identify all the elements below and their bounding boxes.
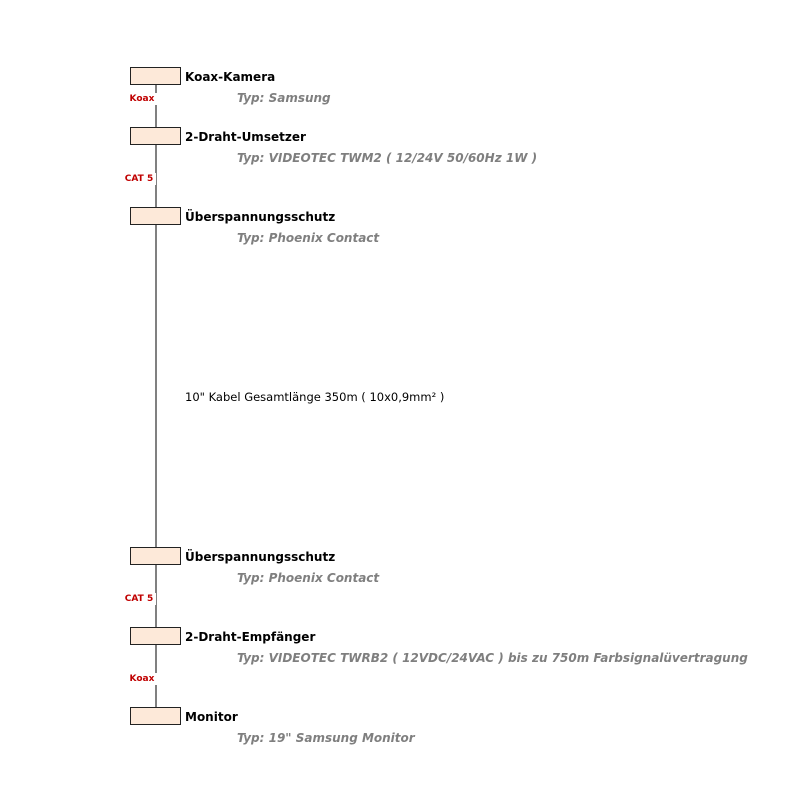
node-box-monitor <box>130 707 181 725</box>
node-type-ueberspannungsschutz-1: Typ: Phoenix Contact <box>237 231 380 245</box>
node-type-monitor: Typ: 19" Samsung Monitor <box>237 731 415 745</box>
connection-label-cat5-2: CAT 5 <box>122 593 156 605</box>
node-title-ueberspannungsschutz-2: Überspannungsschutz <box>185 550 336 564</box>
connection-label-koax-2: Koax <box>127 673 157 685</box>
node-box-ueberspannungsschutz-1 <box>130 207 181 225</box>
node-type-koax-kamera: Typ: Samsung <box>237 91 331 105</box>
node-box-koax-kamera <box>130 67 181 85</box>
node-title-2-draht-umsetzer: 2-Draht-Umsetzer <box>185 130 306 144</box>
node-box-ueberspannungsschutz-2 <box>130 547 181 565</box>
node-box-2-draht-umsetzer <box>130 127 181 145</box>
connection-label-koax-1: Koax <box>127 93 157 105</box>
node-title-koax-kamera: Koax-Kamera <box>185 70 276 84</box>
node-type-ueberspannungsschutz-2: Typ: Phoenix Contact <box>237 571 380 585</box>
node-title-ueberspannungsschutz-1: Überspannungsschutz <box>185 210 336 224</box>
node-type-2-draht-empfaenger: Typ: VIDEOTEC TWRB2 ( 12VDC/24VAC ) bis … <box>237 651 748 665</box>
node-title-monitor: Monitor <box>185 710 238 724</box>
node-box-2-draht-empfaenger <box>130 627 181 645</box>
connection-label-cat5-1: CAT 5 <box>122 173 156 185</box>
node-type-2-draht-umsetzer: Typ: VIDEOTEC TWM2 ( 12/24V 50/60Hz 1W ) <box>237 151 538 165</box>
node-title-2-draht-empfaenger: 2-Draht-Empfänger <box>185 630 316 644</box>
cable-length-note: 10" Kabel Gesamtlänge 350m ( 10x0,9mm² ) <box>185 390 445 404</box>
